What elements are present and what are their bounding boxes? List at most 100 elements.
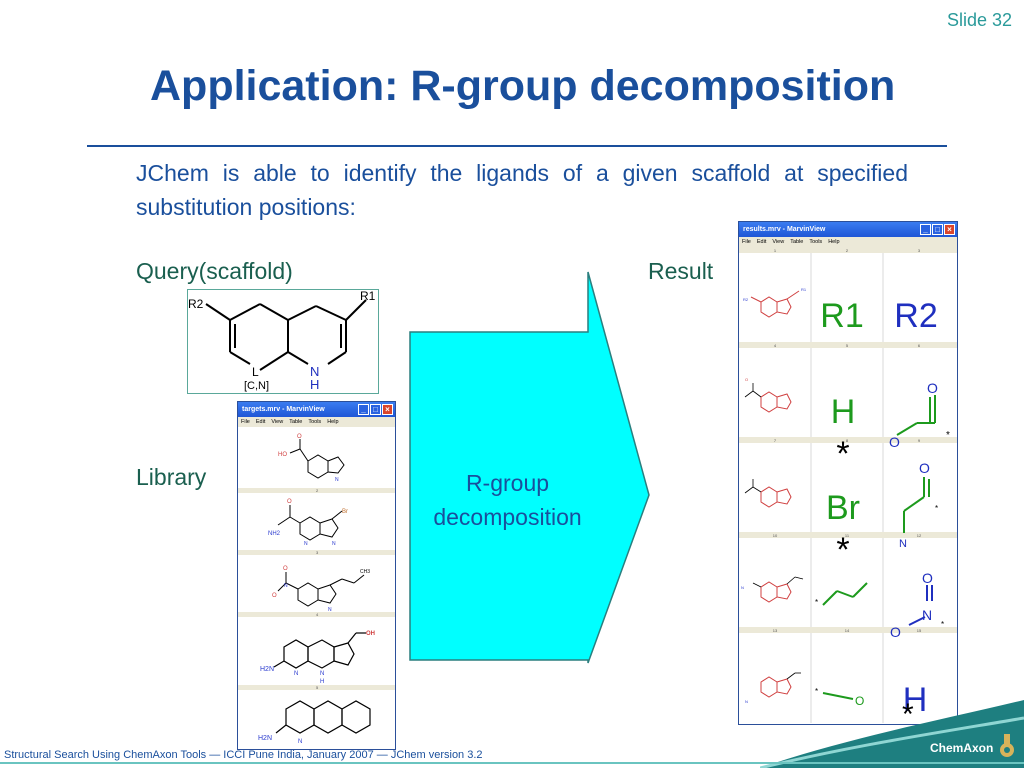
menu-edit[interactable]: Edit xyxy=(756,239,767,245)
atom-label-h: H xyxy=(310,377,319,392)
svg-text:HO: HO xyxy=(278,452,287,458)
library-window-title: targets.mrv - MarvinView xyxy=(242,406,325,413)
svg-text:H: H xyxy=(320,679,324,685)
library-titlebar[interactable]: targets.mrv - MarvinView _ □ × xyxy=(238,402,395,417)
chemaxon-logo-icon xyxy=(1000,734,1014,757)
query-scaffold-structure: R2 R1 L [C,N] N H xyxy=(187,289,379,394)
svg-text:N: N xyxy=(304,541,308,547)
svg-text:O: O xyxy=(855,694,864,708)
r2-nitro-ligand xyxy=(908,585,933,626)
menu-help[interactable]: Help xyxy=(828,239,840,245)
menu-file[interactable]: File xyxy=(241,419,250,425)
menu-table[interactable]: Table xyxy=(289,419,303,425)
svg-text:12: 12 xyxy=(917,533,922,538)
library-molecule-3 xyxy=(277,572,365,607)
close-button[interactable]: × xyxy=(382,404,393,415)
svg-text:N: N xyxy=(335,477,339,483)
menu-file[interactable]: File xyxy=(742,239,751,245)
maximize-button[interactable]: □ xyxy=(932,224,943,235)
svg-text:13: 13 xyxy=(773,628,778,633)
svg-text:2: 2 xyxy=(846,248,849,253)
svg-text:3: 3 xyxy=(918,248,921,253)
svg-text:O: O xyxy=(927,380,938,396)
row-number: 3 xyxy=(316,550,319,555)
atom-label-cn: [C,N] xyxy=(244,380,269,392)
svg-text:4: 4 xyxy=(774,343,777,348)
svg-text:O: O xyxy=(889,434,900,450)
scaffold-thumbnails xyxy=(750,290,800,698)
menu-view[interactable]: View xyxy=(772,239,785,245)
brand-name: ChemAxon xyxy=(930,741,994,755)
svg-text:H2N: H2N xyxy=(260,666,274,673)
result-titlebar[interactable]: results.mrv - MarvinView _ □ × xyxy=(739,222,957,237)
svg-text:R1: R1 xyxy=(801,287,807,292)
footer-text: Structural Search Using ChemAxon Tools —… xyxy=(4,749,483,761)
minimize-button[interactable]: _ xyxy=(358,404,369,415)
r2-carboxylate-ligand xyxy=(896,395,936,436)
menu-help[interactable]: Help xyxy=(327,419,339,425)
svg-text:1: 1 xyxy=(774,248,777,253)
svg-text:*: * xyxy=(946,430,950,441)
result-molecule-table[interactable]: 1 2 3 4 5 6 7 8 9 10 11 12 13 14 15 xyxy=(739,247,957,723)
menu-view[interactable]: View xyxy=(271,419,284,425)
svg-text:N: N xyxy=(899,538,907,550)
r1-header: R1 xyxy=(820,297,863,335)
svg-text:7: 7 xyxy=(774,438,777,443)
svg-text:6: 6 xyxy=(918,343,921,348)
atom-label-r2: R2 xyxy=(188,297,204,311)
library-window[interactable]: targets.mrv - MarvinView _ □ × File Edit… xyxy=(237,401,396,750)
svg-text:14: 14 xyxy=(845,628,850,633)
svg-text:CH3: CH3 xyxy=(360,569,370,575)
library-molecule-5 xyxy=(275,700,371,734)
library-molecule-table[interactable]: 2 3 4 5 O HO N xyxy=(238,427,395,749)
library-molecule-2 xyxy=(277,505,343,541)
svg-text:O: O xyxy=(287,499,292,505)
minimize-button[interactable]: _ xyxy=(920,224,931,235)
svg-text:R2: R2 xyxy=(743,297,749,302)
svg-text:11: 11 xyxy=(845,533,850,538)
attachment-star: * xyxy=(836,435,849,473)
r2-header: R2 xyxy=(894,297,937,335)
svg-text:*: * xyxy=(815,687,818,696)
svg-text:O: O xyxy=(272,593,277,599)
svg-text:O: O xyxy=(745,377,748,382)
svg-text:*: * xyxy=(941,620,944,629)
r1-propyl-ligand xyxy=(822,582,868,606)
svg-text:N: N xyxy=(741,585,744,590)
menu-table[interactable]: Table xyxy=(790,239,804,245)
svg-text:N: N xyxy=(320,671,324,677)
r2-cell-h: H xyxy=(903,681,928,719)
svg-text:O: O xyxy=(922,570,933,586)
svg-text:O: O xyxy=(297,434,302,440)
atom-label-r1: R1 xyxy=(360,290,376,303)
svg-text:10: 10 xyxy=(773,533,778,538)
footer-swoosh xyxy=(760,700,1024,768)
slide-number: Slide 32 xyxy=(946,10,1012,30)
maximize-button[interactable]: □ xyxy=(370,404,381,415)
result-window[interactable]: results.mrv - MarvinView _ □ × File Edit… xyxy=(738,221,958,725)
menu-tools[interactable]: Tools xyxy=(308,419,322,425)
menu-tools[interactable]: Tools xyxy=(809,239,823,245)
svg-text:8: 8 xyxy=(846,438,849,443)
svg-text:NH2: NH2 xyxy=(268,531,281,537)
close-button[interactable]: × xyxy=(944,224,955,235)
result-window-title: results.mrv - MarvinView xyxy=(743,226,826,233)
menu-edit[interactable]: Edit xyxy=(255,419,266,425)
atom-label-l: L xyxy=(252,365,259,379)
library-menubar: File Edit View Table Tools Help xyxy=(238,417,395,427)
svg-text:O: O xyxy=(919,460,930,476)
row-number: 2 xyxy=(316,488,319,493)
row-number: 5 xyxy=(316,685,319,690)
r2-aminoacyl-ligand xyxy=(903,477,930,533)
svg-text:OH: OH xyxy=(366,631,375,637)
svg-text:*: * xyxy=(935,504,938,513)
process-label: R-group decomposition xyxy=(433,470,582,530)
footer-line xyxy=(0,762,1024,764)
library-molecule-1 xyxy=(289,439,345,479)
svg-text:Br: Br xyxy=(342,509,348,515)
title-rule xyxy=(87,145,947,147)
svg-text:15: 15 xyxy=(917,628,922,633)
result-label: Result xyxy=(648,258,714,284)
r1-cell-br: Br xyxy=(826,489,860,527)
query-label: Query(scaffold) xyxy=(136,258,293,284)
